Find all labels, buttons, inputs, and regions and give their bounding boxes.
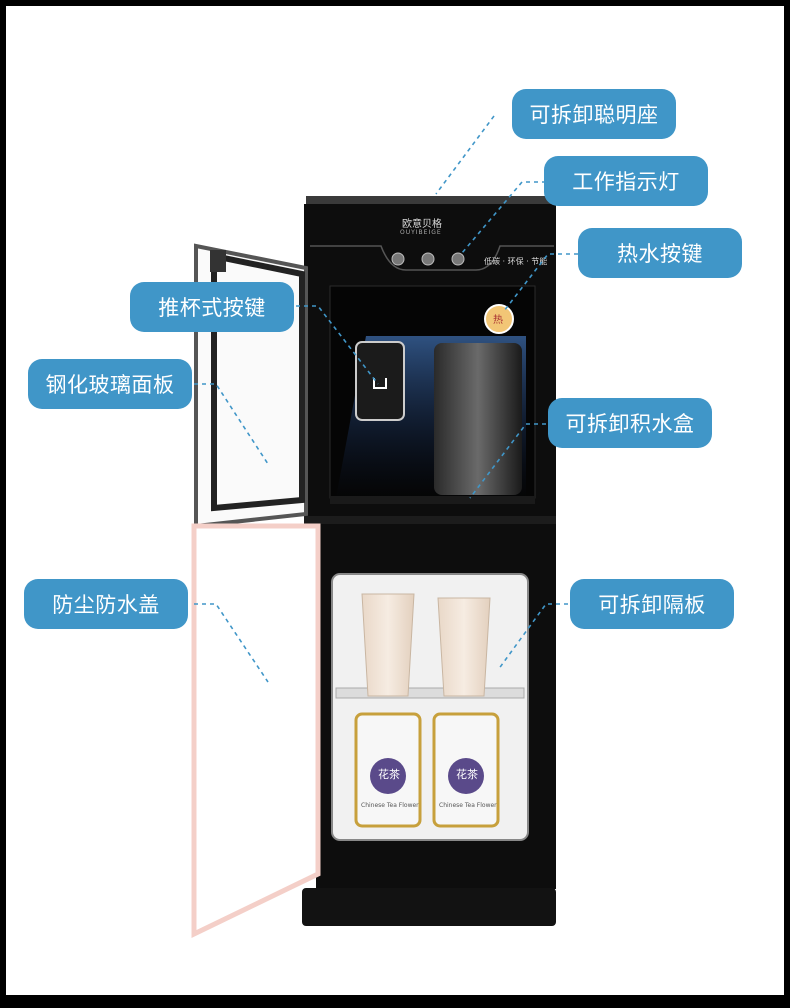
tea-canister-right-emblem [448,758,484,794]
brand-name-en: OUYIBEIGE [400,229,442,236]
callout-hot-water-button: 热水按键 [578,228,742,278]
canister-left-sub: Chinese Tea Flower [361,802,419,809]
indicator-light-2 [421,252,435,266]
canister-right-text: 花茶 [456,768,478,781]
cup-stack-right [437,597,491,697]
drip-tray-bar [330,496,535,504]
callout-shelf: 可拆卸隔板 [570,579,734,629]
shelf-board [335,687,525,699]
callout-push-cup-button: 推杯式按键 [130,282,294,332]
cup-stack-left [361,593,415,697]
brand-name: 欧意贝格 [402,219,442,230]
panel-text: 低碳 · 环保 · 节能 [484,257,548,266]
canister-left-text: 花茶 [378,768,400,781]
callout-tempered-glass-panel: 钢化玻璃面板 [28,359,192,409]
hot-badge-text: 热 [493,315,503,326]
push-cup-faucet [355,341,405,421]
callout-dust-cover: 防尘防水盖 [24,579,188,629]
canister-right-sub: Chinese Tea Flower [439,802,497,809]
hot-water-tank [434,343,522,495]
water-dispenser-illustration [191,196,556,938]
base [302,888,556,926]
tea-canister-left-emblem [370,758,406,794]
mid-divider [304,516,556,524]
door-hinge [210,250,226,272]
callout-indicator-light: 工作指示灯 [544,156,708,206]
product-canvas: 欧意贝格 OUYIBEIGE 低碳 · 环保 · 节能 热 花茶 Chinese… [6,6,784,995]
hot-badge-circle [484,304,514,334]
indicator-light-1 [391,252,405,266]
dust-cover-door [191,523,321,938]
callout-detachable-seat: 可拆卸聪明座 [512,89,676,139]
callout-drip-tray: 可拆卸积水盒 [548,398,712,448]
control-panel-curve [310,245,554,271]
indicator-light-3 [451,252,465,266]
